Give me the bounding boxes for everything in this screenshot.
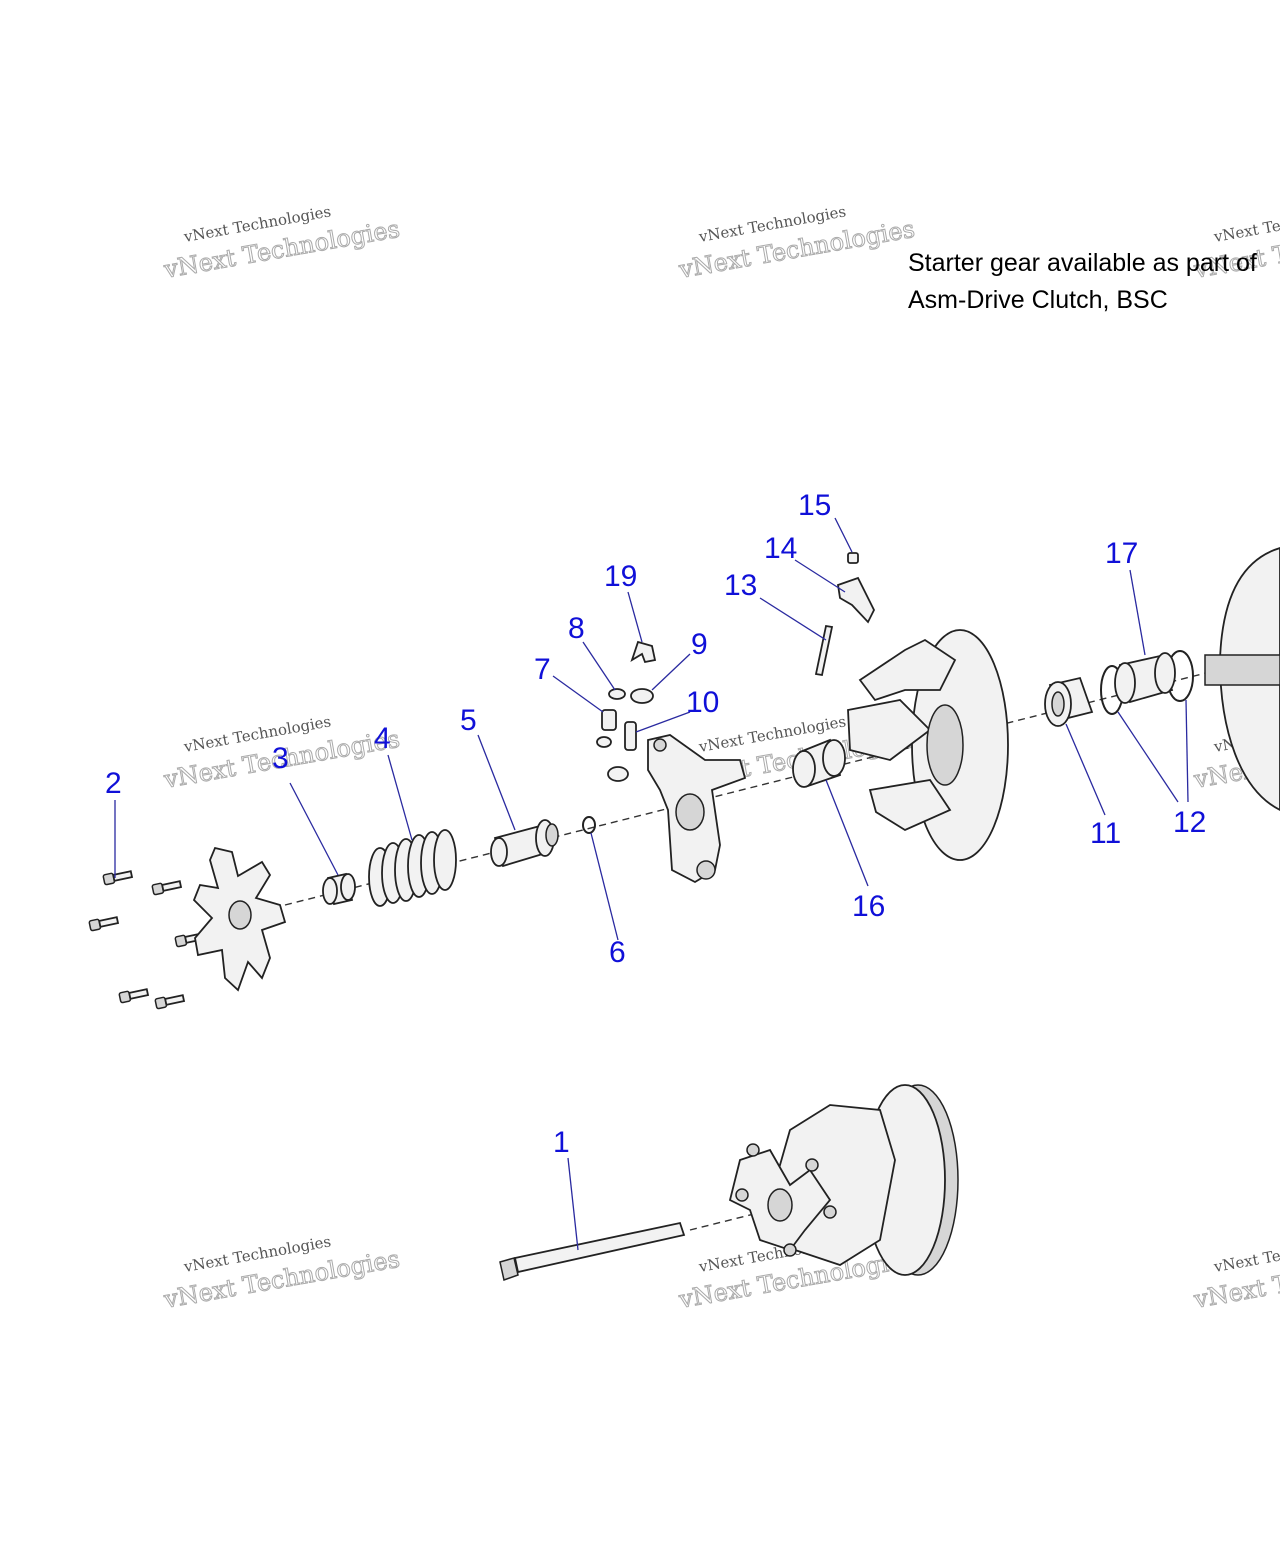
callout-8: 8	[568, 612, 585, 645]
callout-11: 11	[1090, 817, 1121, 850]
moveable-sheave	[847, 629, 1009, 861]
callout-16: 16	[852, 890, 885, 923]
clip-19	[630, 640, 657, 664]
spider-cover	[192, 846, 287, 992]
bushing-16	[792, 738, 846, 788]
washer-8	[608, 688, 626, 700]
watermark: vNext Technologies vNext Technologies	[161, 1232, 403, 1314]
washer	[596, 736, 612, 748]
watermark-line1: vNext Technologies	[1212, 202, 1280, 246]
watermark: vNext Technologies vNext Technologies	[161, 202, 403, 284]
watermark-group: vNext Technologies vNext Technologies vN…	[161, 202, 1280, 1314]
bolt	[88, 916, 120, 932]
roller-pins	[596, 688, 654, 782]
weight-14	[836, 576, 876, 624]
spring-4	[368, 829, 457, 907]
callout-10: 10	[686, 686, 719, 719]
watermark: vNext Technologies vNext Technologies	[676, 202, 918, 284]
bearing-11	[1044, 676, 1094, 727]
bolt	[118, 988, 150, 1004]
o-ring-6	[582, 816, 596, 834]
assembled-clutch	[728, 1084, 959, 1276]
callout-13: 13	[724, 569, 757, 602]
callout-3: 3	[272, 742, 289, 775]
cap	[607, 766, 629, 782]
callout-14: 14	[764, 532, 797, 565]
bolt-set	[88, 870, 206, 1010]
callout-12: 12	[1173, 806, 1206, 839]
callout-7: 7	[534, 653, 551, 686]
watermark: vNext Technologies vNext Technologies	[1191, 1232, 1280, 1314]
center-bolt-1	[499, 1221, 686, 1281]
cap-9	[630, 688, 654, 704]
callout-4: 4	[374, 722, 391, 755]
roller-7	[601, 709, 617, 731]
bolt	[151, 880, 183, 896]
callout-15: 15	[798, 489, 831, 522]
fixed-sheave	[1204, 547, 1280, 812]
shoe-weight-set	[814, 552, 876, 677]
callout-6: 6	[609, 936, 626, 969]
callout-17: 17	[1105, 537, 1138, 570]
pin-10	[624, 721, 637, 751]
callout-2: 2	[105, 767, 122, 800]
bolt	[154, 994, 186, 1010]
sleeve-5	[490, 819, 559, 868]
pin-13	[814, 624, 834, 677]
bushing-17	[1114, 652, 1176, 704]
nut-15	[847, 552, 859, 564]
leader-lines	[114, 517, 1189, 1251]
bushing-3	[322, 872, 356, 906]
bolt	[102, 870, 134, 886]
callout-labels: 1 2 3 4 5 6 7 8 9 10 11 12 13 14 15 16 1…	[105, 489, 1206, 1159]
callout-9: 9	[691, 628, 708, 661]
starter-gear-note-line2: Asm-Drive Clutch, BSC	[908, 286, 1168, 314]
callout-19: 19	[604, 560, 637, 593]
callout-1: 1	[553, 1126, 570, 1159]
starter-gear-note-line1: Starter gear available as part of	[908, 249, 1257, 277]
callout-5: 5	[460, 704, 477, 737]
moveable-arm	[647, 734, 747, 884]
watermark-line1: vNext Technologies	[1212, 1232, 1280, 1276]
